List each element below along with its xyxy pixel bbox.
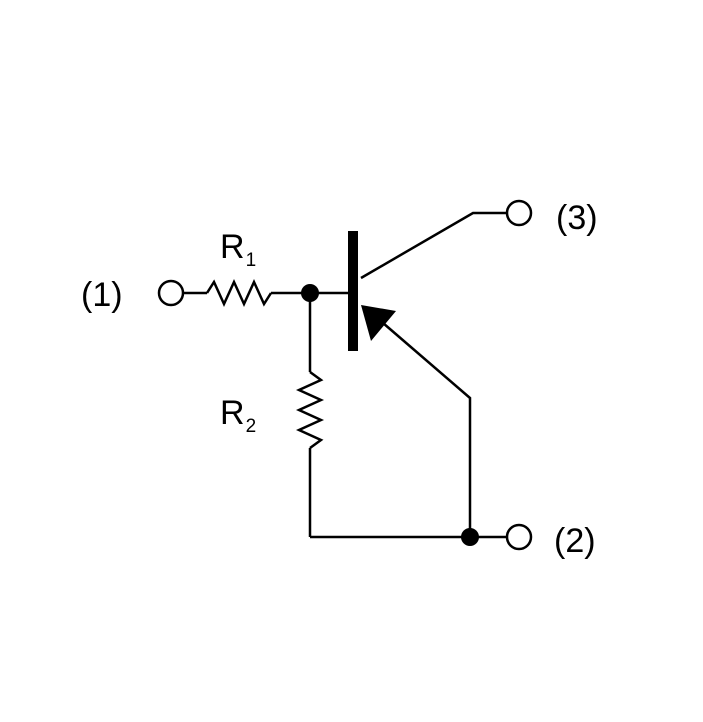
r1-label: R1 <box>220 228 256 271</box>
wire-collector <box>360 211 507 280</box>
terminal-3-label: (3) <box>556 199 598 237</box>
terminal-1-label: (1) <box>81 276 123 314</box>
r1-letter: R <box>220 228 245 266</box>
emitter-arrow <box>361 305 396 341</box>
r2-letter: R <box>220 394 245 432</box>
terminal-2-label: (2) <box>554 522 596 560</box>
terminal-2-circle <box>505 523 533 551</box>
terminal-1-circle <box>157 279 185 307</box>
terminal-3-circle <box>505 199 533 227</box>
resistor-r2 <box>295 370 325 450</box>
junction-dot-emitter <box>461 528 479 546</box>
resistor-r1 <box>205 278 273 308</box>
r2-label: R2 <box>220 394 256 437</box>
transistor-base-bar <box>348 231 358 351</box>
junction-dot-base <box>301 284 319 302</box>
wire-emitter <box>382 322 472 537</box>
r2-subscript: 2 <box>246 416 257 437</box>
r1-subscript: 1 <box>246 250 257 271</box>
